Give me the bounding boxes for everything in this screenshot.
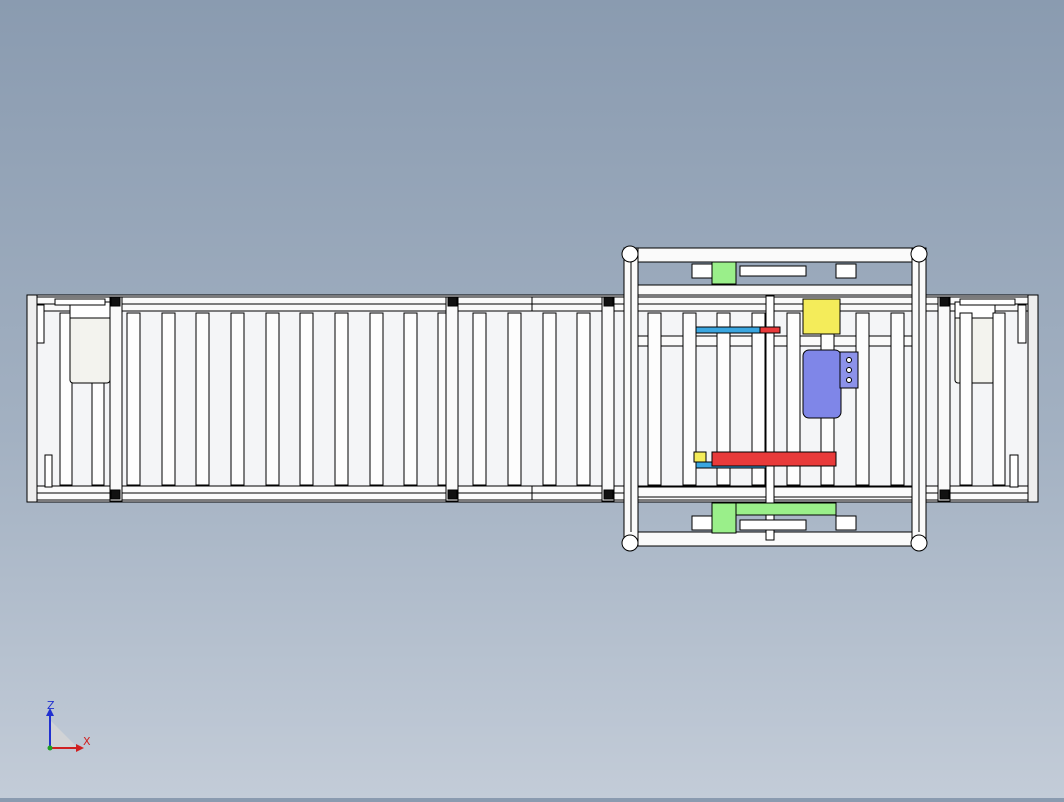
- axis-x-label: X: [83, 735, 91, 748]
- right-end-plate: [1027, 294, 1039, 503]
- coordinate-triad: Z X: [30, 690, 110, 770]
- red-bar: [711, 451, 837, 467]
- roller-group-main: [59, 312, 591, 486]
- triad-axes-icon: [46, 708, 84, 752]
- blue-plate-top: [695, 326, 767, 334]
- axis-z-label: Z: [47, 699, 55, 712]
- left-end-plate: [26, 294, 38, 503]
- green-bracket-top: [711, 261, 737, 285]
- yellow-block: [802, 298, 841, 335]
- green-bracket-bottom: [711, 502, 737, 534]
- left-drive-cylinder: [69, 314, 111, 384]
- conveyor-frame-outer: [26, 294, 1039, 503]
- gear-motor: [802, 349, 842, 419]
